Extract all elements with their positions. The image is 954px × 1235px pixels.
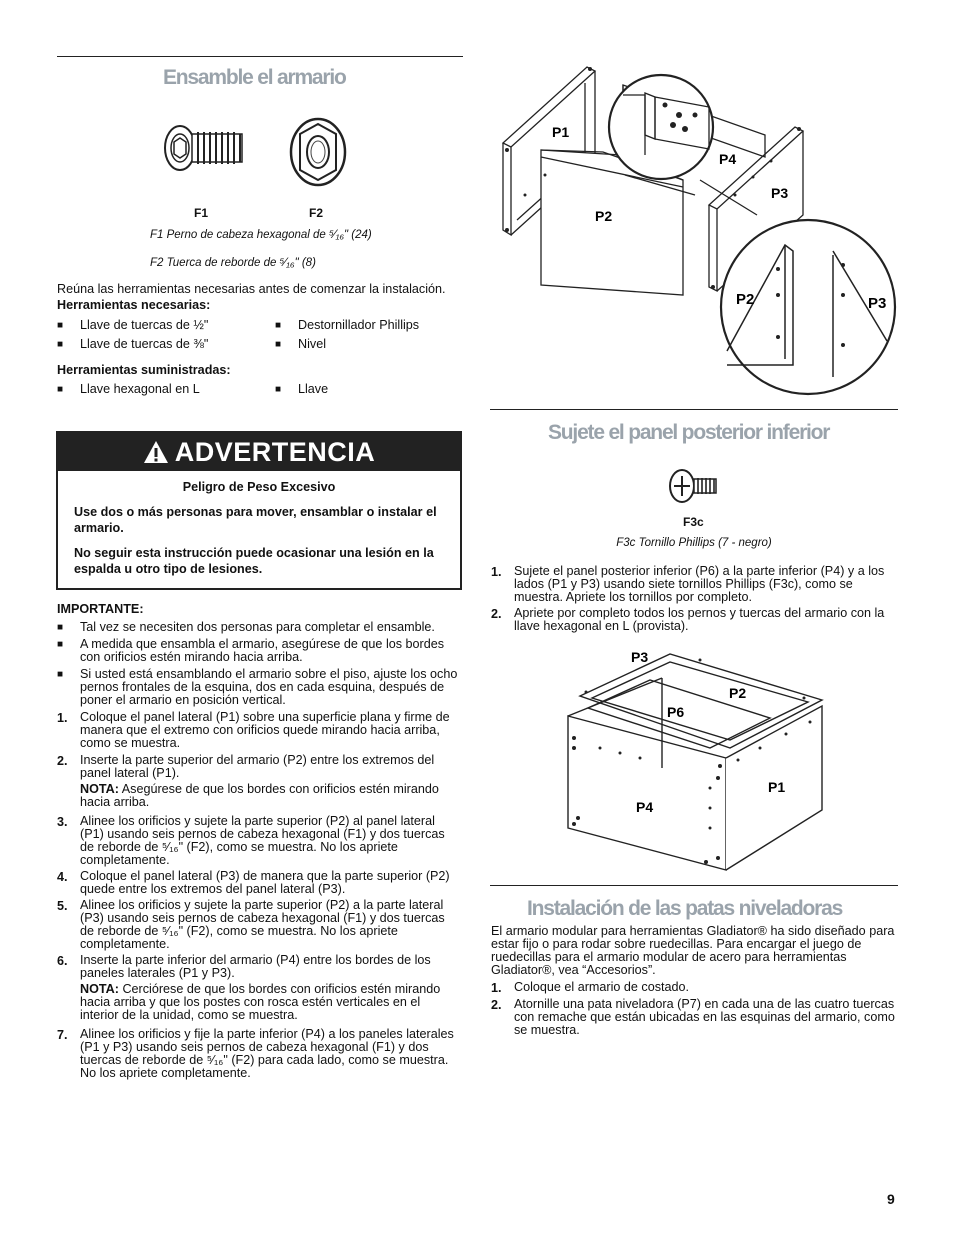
tools-supplied-heading: Herramientas suministradas: [57, 363, 231, 377]
list-item: ■A medida que ensambla el armario, asegú… [57, 637, 445, 664]
step-item: 7.Alinee los orificios y fije la parte i… [57, 1027, 454, 1080]
label-p2: P2 [595, 208, 612, 224]
tools-needed-heading: Herramientas necesarias: [57, 298, 211, 312]
leveling-steps: 1.Coloque el armario de costado. 2.Atorn… [491, 981, 899, 1040]
warning-line-1: Use dos o más personas para mover, ensam… [74, 505, 437, 535]
hex-bolt-icon [164, 125, 243, 171]
top-rule-left [57, 56, 463, 57]
leveling-intro: El armario modular para herramientas Gla… [491, 924, 895, 977]
step-note: NOTA: Cerciórese de que los bordes con o… [80, 982, 441, 1022]
caption-f3c: F3c Tornillo Phillips (7 - negro) [616, 537, 772, 549]
warning-box: ADVERTENCIA Peligro de Peso Excesivo Use… [56, 431, 462, 590]
fastener-label-f3c: F3c [683, 515, 704, 529]
step-item: 2.Atornille una pata niveladora (P7) en … [491, 997, 895, 1037]
label-p1: P1 [552, 124, 569, 140]
warning-title: ADVERTENCIA [174, 436, 376, 467]
important-heading: IMPORTANTE: [57, 602, 144, 616]
back-panel-steps: 1.Sujete el panel posterior inferior (P6… [491, 565, 899, 636]
step-item: 5.Alinee los orificios y sujete la parte… [57, 898, 445, 951]
tool-needed-item: Llave de tuercas de ½" [80, 318, 209, 332]
bullet-icon: ■ [57, 339, 64, 350]
label-p4: P4 [719, 151, 736, 167]
label-zoom-p2: P2 [736, 291, 754, 308]
bullet-icon: ■ [275, 320, 282, 331]
fastener-label-f2: F2 [309, 206, 324, 220]
section-title-back-panel: Sujete el panel posterior inferior [548, 421, 830, 444]
label-p2: P2 [729, 685, 746, 701]
warning-triangle-icon [143, 441, 168, 463]
list-item: ■Si usted está ensamblando el armario so… [57, 667, 458, 707]
step-item: 6.Inserte la parte inferior del armario … [57, 953, 431, 980]
important-section: IMPORTANTE: ■Tal vez se necesiten dos pe… [57, 603, 462, 1083]
label-p6: P6 [667, 704, 684, 720]
page-number: 9 [887, 1191, 895, 1207]
rule-section-2 [490, 409, 898, 410]
assembly-figure: P1 P4 P3 P2 P2 P3 [501, 66, 897, 396]
fastener-label-f1: F1 [194, 206, 209, 220]
tool-needed-item: Destornillador Phillips [298, 318, 420, 332]
label-p3: P3 [631, 649, 648, 665]
bullet-icon: ■ [57, 384, 64, 395]
section-title-leveling-legs: Instalación de las patas niveladoras [527, 897, 843, 920]
warning-line-2: No seguir esta instrucción puede ocasion… [74, 546, 434, 576]
warning-header: ADVERTENCIA [58, 433, 460, 471]
label-p3: P3 [771, 185, 788, 201]
label-zoom-p3: P3 [868, 295, 886, 312]
list-item: ■Tal vez se necesiten dos personas para … [57, 620, 435, 634]
step-item: 2.Apriete por completo todos los pernos … [491, 606, 885, 633]
bullet-icon: ■ [275, 384, 282, 395]
bullet-icon: ■ [57, 669, 64, 680]
step-item: 4.Coloque el panel lateral (P3) de maner… [57, 869, 450, 896]
fastener-illustration [164, 117, 347, 187]
bullet-icon: ■ [57, 622, 64, 633]
warning-subtitle: Peligro de Peso Excesivo [182, 480, 336, 494]
tool-needed-item: Llave de tuercas de ⅜" [80, 337, 209, 351]
step-item: 1.Coloque el panel lateral (P1) sobre un… [57, 710, 450, 750]
tool-supplied-item: Llave [298, 382, 329, 396]
label-p1: P1 [768, 779, 785, 795]
phillips-screw-icon [669, 469, 717, 503]
rule-section-3 [490, 885, 898, 886]
caption-f1: F1 Perno de cabeza hexagonal de ⁵⁄₁₆" (2… [150, 229, 372, 241]
bullet-icon: ■ [275, 339, 282, 350]
step-note: NOTA: Asegúrese de que los bordes con or… [80, 782, 439, 809]
tool-supplied-item: Llave hexagonal en L [80, 382, 200, 396]
tool-needed-item: Nivel [298, 337, 326, 351]
step-item: 3.Alinee los orificios y sujete la parte… [57, 814, 445, 867]
section-title-assemble: Ensamble el armario [163, 66, 347, 89]
step-item: 2.Inserte la parte superior del armario … [57, 753, 435, 780]
cabinet-figure: P3 P2 P6 P1 P4 [567, 649, 824, 871]
step-item: 1.Coloque el armario de costado. [491, 980, 690, 996]
bullet-icon: ■ [57, 639, 64, 650]
step-item: 1.Sujete el panel posterior inferior (P6… [491, 564, 885, 604]
caption-f2: F2 Tuerca de reborde de ⁵⁄₁₆" (8) [150, 257, 316, 269]
label-p4: P4 [636, 799, 653, 815]
flange-nut-icon [289, 117, 347, 187]
bullet-icon: ■ [57, 320, 64, 331]
tools-intro: Reúna las herramientas necesarias antes … [57, 282, 446, 296]
